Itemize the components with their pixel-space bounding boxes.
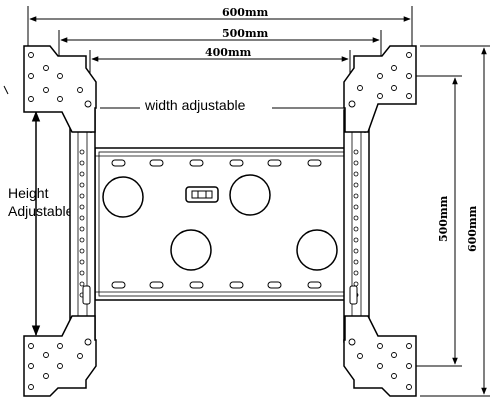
height-dimension-500: 500mm [408,75,462,367]
dim-400mm-top: 400mm [205,46,252,59]
bubble-level [185,186,219,203]
dim-600mm-top: 600mm [222,6,269,19]
top-left-bracket [23,45,97,133]
top-right-bracket [343,45,417,133]
height-dimension-600: 600mm [420,45,490,397]
tick-mark [3,85,9,95]
height-label-line2: Adjustable [8,203,74,219]
width-adjustable-label: width adjustable [144,97,246,113]
arm-lock-slot [82,285,91,305]
plate-hole [296,229,338,271]
height-label-line1: Height [8,185,49,201]
dim-500mm-side: 500mm [437,195,450,242]
bottom-right-bracket [343,315,417,397]
arm-lock-slot [349,285,358,305]
width-dimension-600: 600mm [27,6,413,48]
dim-600mm-side: 600mm [466,205,479,252]
width-dimension-400: 400mm [89,46,351,92]
dim-500mm-top: 500mm [222,27,269,40]
width-dimension-500: 500mm [58,27,382,70]
right-vertical-arm [343,109,370,343]
plate-hole [170,229,212,271]
bottom-left-bracket [23,315,97,397]
left-vertical-arm [69,109,96,343]
plate-hole [102,176,144,218]
plate-hole [229,174,271,216]
wall-plate [94,147,349,301]
